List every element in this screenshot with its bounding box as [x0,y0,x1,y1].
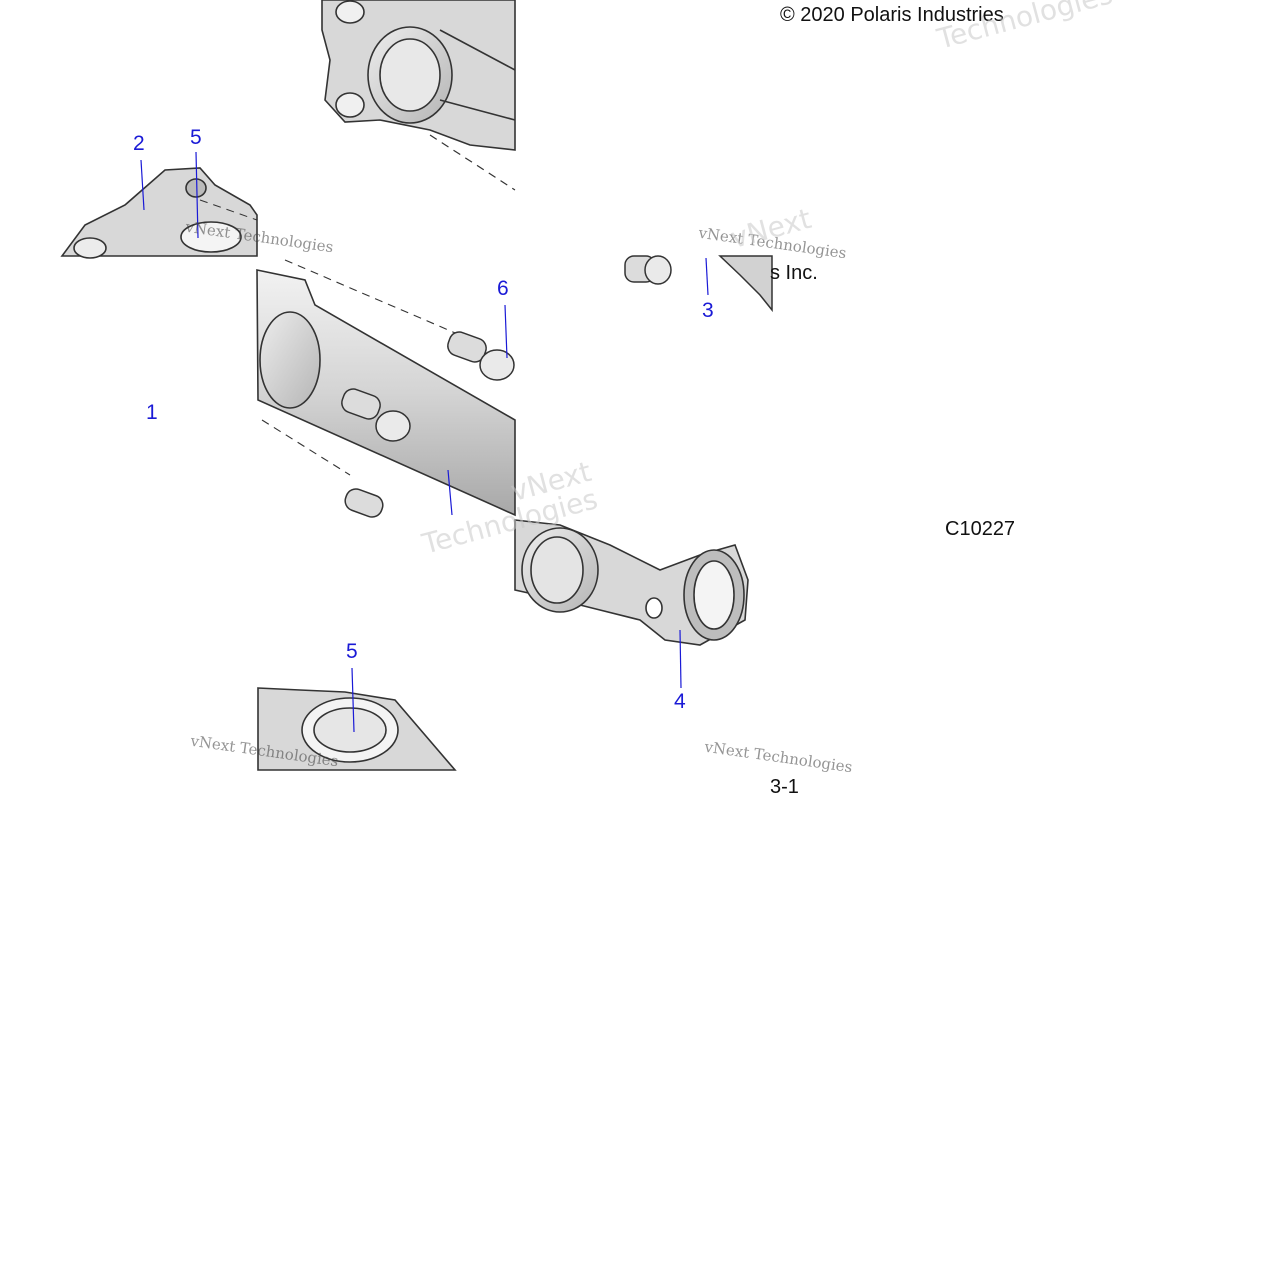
assembly-axis-line [284,259,461,336]
page-fragment: 3-1 [770,776,799,798]
slip-yoke-part-4 [514,519,749,646]
assembly-axis-line [199,199,258,221]
callout-4: 4 [674,690,686,713]
assembly-axis-line [429,134,516,191]
bolt-part-3 [624,255,672,285]
callout-5-lower: 5 [346,640,358,663]
bolt-part-6 [447,331,515,381]
callout-2: 2 [133,132,145,155]
bearing-cap-part-5 [257,687,457,771]
end-yoke-part-2 [60,167,258,259]
drive-shaft-part-1 [256,269,516,517]
copyright-fragment: s Inc. [770,262,818,284]
callout-3: 3 [702,299,714,322]
figure-code: C10227 [945,518,1016,540]
callout-1: 1 [146,401,158,424]
bolt-part-6 [341,388,411,442]
yoke-fragment-part-3 [718,255,773,313]
assembly-axis-line [261,419,351,476]
bolt-part-6 [344,488,384,518]
callout-5-upper: 5 [190,126,202,149]
leader-lines [140,151,709,733]
upper-yoke-part [321,0,516,151]
copyright-text: © 2020 Polaris Industries [780,4,1004,26]
callout-6: 6 [497,277,509,300]
